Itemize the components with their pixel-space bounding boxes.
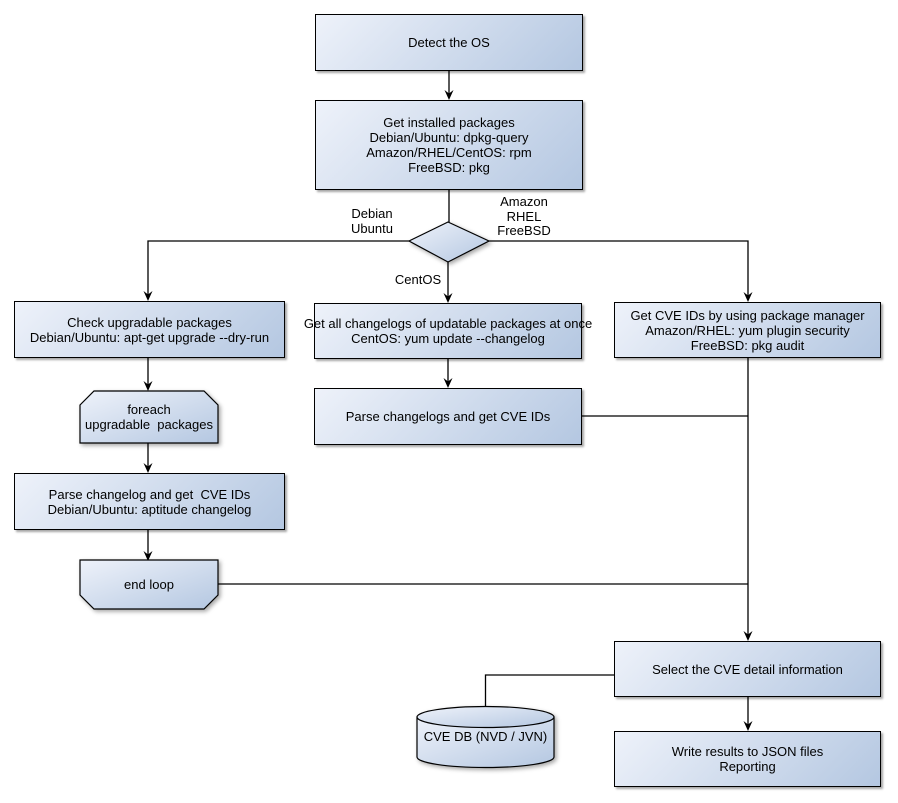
arrowhead [143,463,153,473]
node-get-installed-packages: Get installed packages Debian/Ubuntu: dp… [315,100,583,190]
connector-lines [147,71,749,725]
cve-db-cylinder [416,705,555,769]
arrowhead [143,291,153,301]
arrowhead [743,292,753,302]
node-get-cve-ids-package-manager: Get CVE IDs by using package manager Ama… [614,302,881,358]
arrowhead [444,90,454,100]
end-loop-label: end loop [124,577,174,592]
end-loop-shape [79,559,219,610]
cve-db-label: CVE DB (NVD / JVN) [423,728,548,744]
edge-label-centos: CentOS [394,272,442,287]
node-get-all-changelogs-centos: Get all changelogs of updatable packages… [304,303,592,359]
node-parse-changelog-debian: Parse changelog and get CVE IDs Debian/U… [14,473,285,530]
decision-os-diamond [407,221,491,263]
arrowhead [743,631,753,641]
node-write-results-reporting: Write results to JSON files Reporting [614,731,881,787]
edge-label-debian-ubuntu: Debian Ubuntu [351,206,393,236]
arrowhead [143,381,153,391]
node-parse-changelogs-centos: Parse changelogs and get CVE IDs [314,388,582,445]
arrowhead [143,551,153,561]
foreach-loop-label: foreach upgradable packages [85,402,213,432]
arrowheads [143,90,753,731]
edge-label-amazon-rhel-freebsd: Amazon RHEL FreeBSD [497,194,551,238]
arrowhead [443,378,453,388]
foreach-loop-shape [79,390,219,444]
node-check-upgradable-packages: Check upgradable packages Debian/Ubuntu:… [14,301,285,358]
arrowhead [443,293,453,303]
arrowhead [743,721,753,731]
node-detect-os: Detect the OS [315,14,583,71]
node-select-cve-detail: Select the CVE detail information [614,641,881,697]
